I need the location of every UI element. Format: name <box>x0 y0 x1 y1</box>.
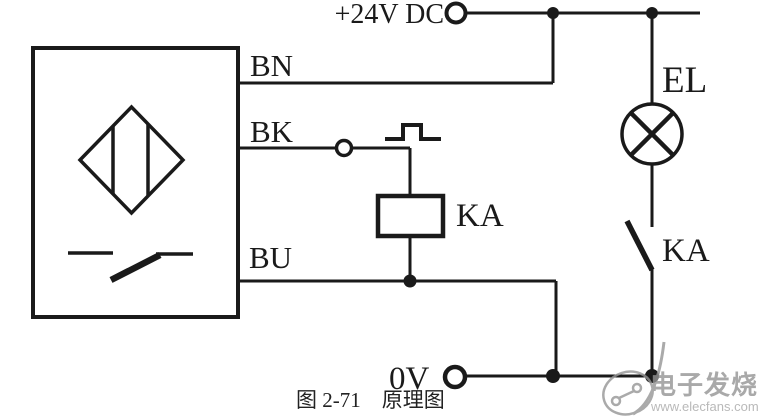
watermark-brand: 电子发烧友 <box>650 370 758 400</box>
junction-dot <box>646 7 658 19</box>
sensor-output-switch-icon <box>68 251 193 283</box>
relay-coil-label: KA <box>456 198 504 234</box>
junction-dots <box>403 7 659 383</box>
bn-label: BN <box>250 48 293 83</box>
bn-wire <box>238 13 555 85</box>
bk-label: BK <box>250 114 294 149</box>
pulse-signal-icon <box>385 123 441 141</box>
relay-coil-box <box>375 193 446 239</box>
supply-zero-label: 0V <box>389 361 430 397</box>
relay-coil-symbol <box>375 193 446 281</box>
relay-contact-icon <box>624 219 655 376</box>
bu-wire <box>238 279 558 376</box>
lamp-branch <box>620 13 684 376</box>
watermark-url: www.elecfans.com <box>650 399 758 414</box>
bk-wire <box>238 123 441 196</box>
supply-positive-label: +24V DC <box>335 0 444 30</box>
bk-terminal-icon <box>334 138 354 158</box>
junction-dot <box>403 274 417 288</box>
supply-zero-terminal-icon <box>442 364 468 390</box>
proximity-sensor-symbol <box>31 46 240 319</box>
junction-dot <box>547 7 559 19</box>
proximity-diamond-icon <box>77 104 186 216</box>
bu-label: BU <box>249 240 292 275</box>
sensor-enclosure-box <box>31 46 240 319</box>
junction-dot <box>546 369 560 383</box>
relay-contact-label: KA <box>662 233 710 269</box>
lamp-icon <box>620 102 684 166</box>
figure-caption: 图 2-71 原理图 <box>296 388 445 412</box>
lamp-label: EL <box>662 60 707 101</box>
watermark: 电子发烧友 www.elecfans.com <box>602 341 758 416</box>
watermark-logo-icon <box>602 341 666 416</box>
power-rails <box>465 11 700 378</box>
supply-positive-terminal-icon <box>444 1 468 25</box>
